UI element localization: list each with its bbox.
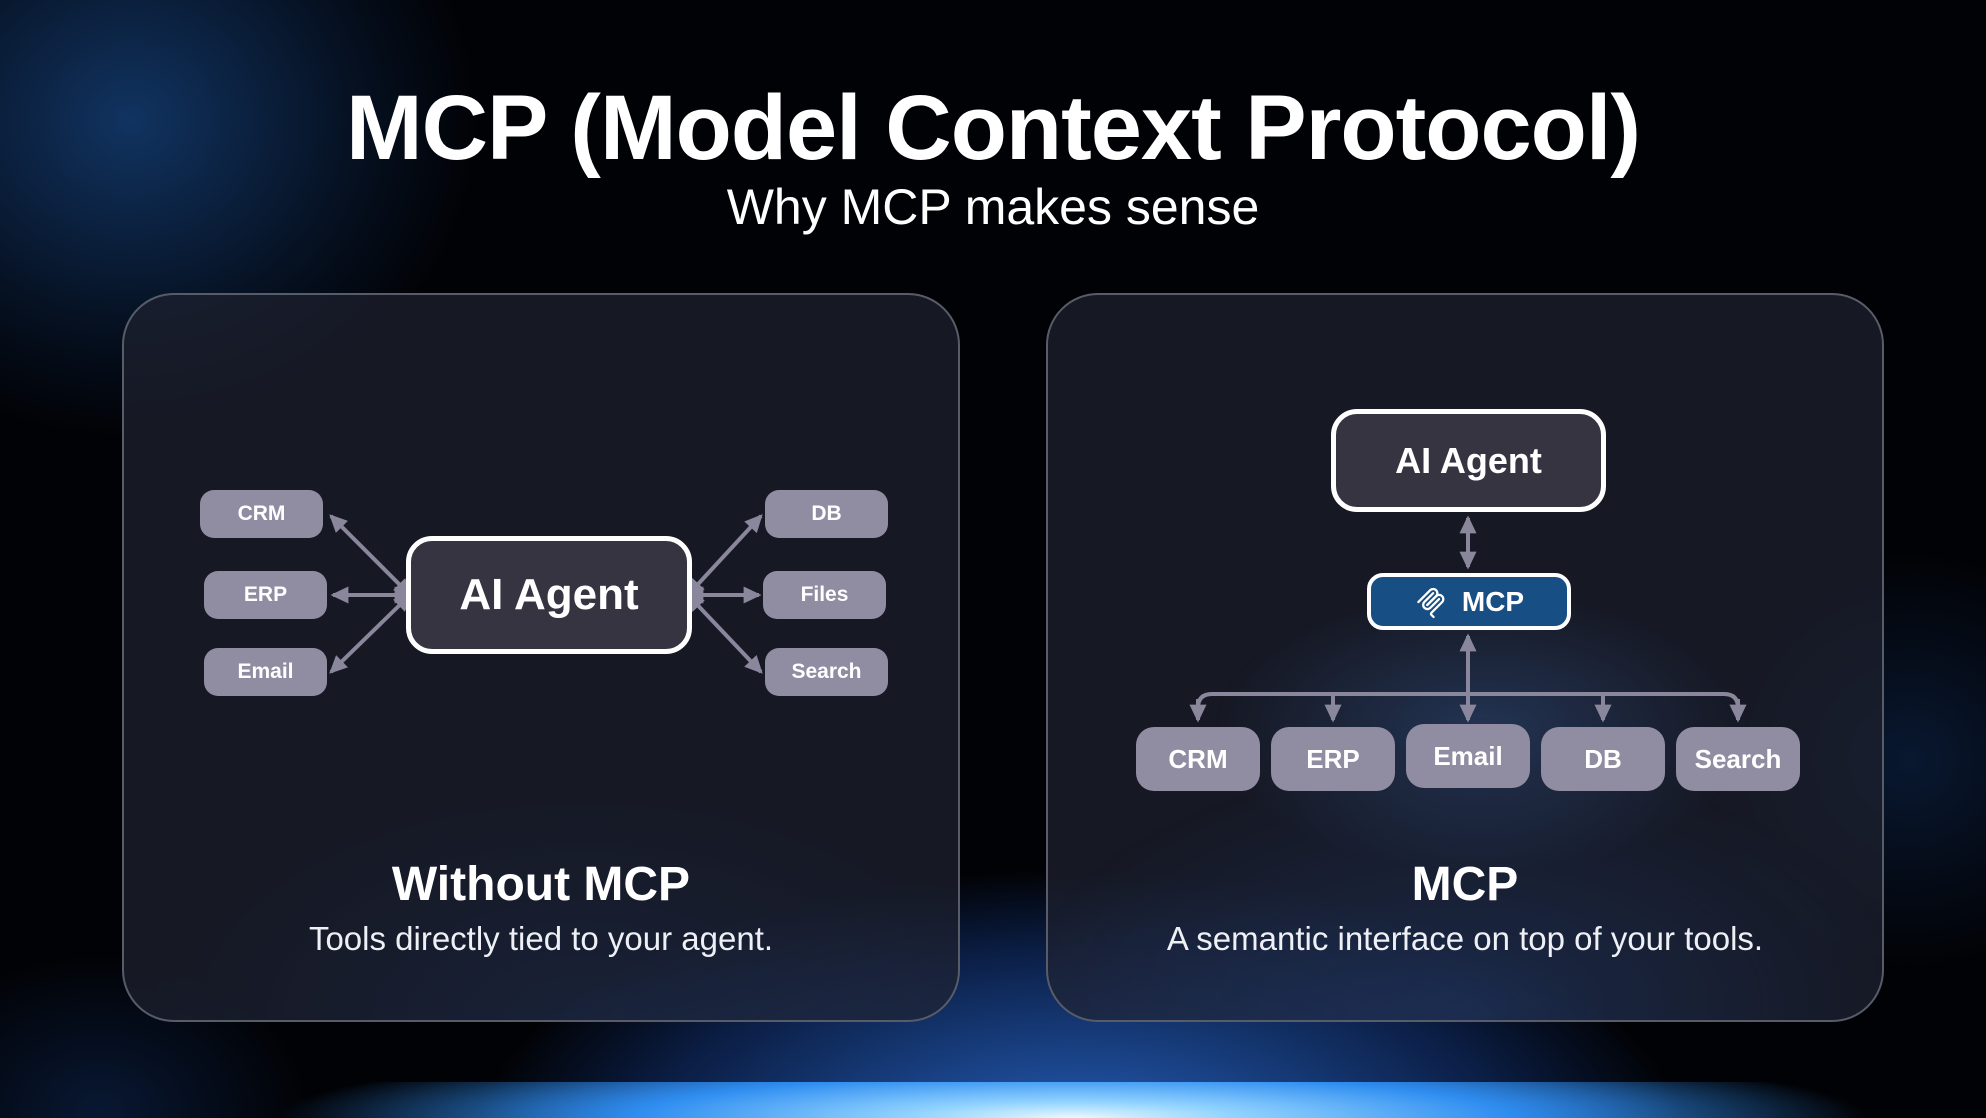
connection-arrows <box>1189 515 1747 723</box>
panel-caption-subtitle: Tools directly tied to your agent. <box>308 920 774 957</box>
tool-pill-label: Search <box>1694 743 1782 774</box>
tool-pill-label: DB <box>811 502 842 525</box>
tool-pill-label: CRM <box>1168 743 1228 774</box>
mcp-logo-icon <box>1417 587 1445 618</box>
tool-pill-label: Email <box>237 660 294 683</box>
ai-agent-node: AI Agent <box>406 536 692 654</box>
tool-pill-crm: CRM <box>200 490 323 538</box>
tool-pill-label: Email <box>1433 740 1503 771</box>
slide-subtitle: Why MCP makes sense <box>726 179 1260 235</box>
mcp-panel: AI Agent MCP CRM ERP Email DB Search <box>1046 293 1884 1022</box>
ai-agent-label: AI Agent <box>1395 439 1542 481</box>
tool-pill-files: Files <box>763 571 886 619</box>
tool-pill-crm: CRM <box>1136 727 1260 791</box>
tool-pill-label: Search <box>791 660 862 683</box>
without-mcp-panel: CRM ERP Email AI Agent DB Files Search W… <box>122 293 960 1022</box>
ai-agent-node: AI Agent <box>1331 409 1606 512</box>
tool-pill-db: DB <box>1541 727 1665 791</box>
ai-agent-label: AI Agent <box>459 570 639 619</box>
connection-arrows <box>329 514 763 674</box>
tool-pill-label: ERP <box>243 583 288 606</box>
mcp-node: MCP <box>1367 573 1571 630</box>
panel-caption-title: Without MCP <box>391 858 691 911</box>
tool-pill-db: DB <box>765 490 888 538</box>
panel-caption-subtitle: A semantic interface on top of your tool… <box>1166 920 1764 957</box>
mcp-node-label: MCP <box>1461 585 1525 617</box>
panel-caption-title: MCP <box>1411 858 1519 911</box>
tool-pill-label: ERP <box>1306 743 1360 774</box>
tool-pill-label: Files <box>800 583 849 606</box>
background-horizon-glow <box>0 1082 1986 1118</box>
tool-pill-search: Search <box>1676 727 1800 791</box>
tool-pill-label: CRM <box>237 502 286 525</box>
tool-pill-erp: ERP <box>1271 727 1395 791</box>
tool-pill-search: Search <box>765 648 888 696</box>
tool-pill-erp: ERP <box>204 571 327 619</box>
tool-pill-email: Email <box>1406 724 1530 788</box>
tool-pill-label: DB <box>1584 743 1622 774</box>
tool-pill-email: Email <box>204 648 327 696</box>
slide-title: MCP (Model Context Protocol) <box>345 77 1641 179</box>
